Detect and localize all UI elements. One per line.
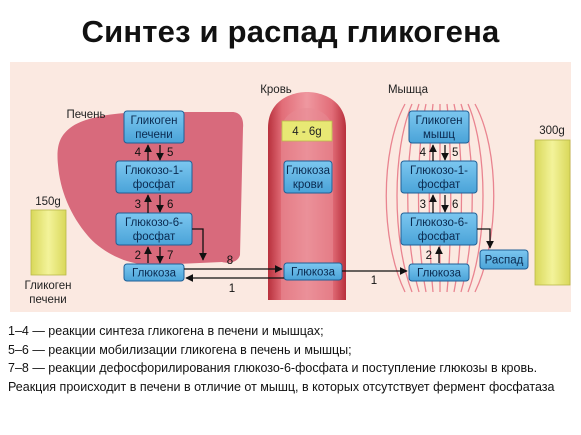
reaction-number-4-liver: 4 xyxy=(135,147,142,159)
liver-glycogen-caption-line2: печени xyxy=(29,294,66,306)
reaction-number-5-liver: 5 xyxy=(167,147,173,159)
svg-text:Глюкоза: Глюкоза xyxy=(132,268,177,280)
reaction-number-4-muscle: 4 xyxy=(420,147,427,159)
svg-text:Глюкозо-6-: Глюкозо-6- xyxy=(125,217,183,229)
note-mobilization: 5–6 — реакции мобилизации гликогена в пе… xyxy=(8,342,352,357)
liver-label: Печень xyxy=(66,109,105,121)
box-muscle-glycogen: Гликоген мышц xyxy=(408,110,470,144)
svg-text:Глюкоза: Глюкоза xyxy=(417,268,462,280)
svg-text:Глюкоза: Глюкоза xyxy=(291,267,336,279)
svg-text:Глюкозо-1-: Глюкозо-1- xyxy=(125,165,183,177)
box-muscle-glucose: Глюкоза xyxy=(408,263,470,282)
box-blood-glucose-bottom: Глюкоза xyxy=(283,262,343,281)
transport-arrows xyxy=(184,265,408,282)
blood-amount-box xyxy=(281,120,333,142)
blood-vessel xyxy=(268,92,346,300)
box-liver-glycogen: Гликоген печени xyxy=(123,110,185,144)
svg-text:мышц: мышц xyxy=(423,129,455,141)
reaction-number-6-muscle: 6 xyxy=(452,199,458,211)
reaction-number-8: 8 xyxy=(227,255,233,267)
svg-text:Глюкозо-6-: Глюкозо-6- xyxy=(410,217,468,229)
reaction-number-6-liver: 6 xyxy=(167,199,173,211)
blood-label: Кровь xyxy=(260,84,292,96)
reaction-number-3-muscle: 3 xyxy=(420,199,426,211)
reaction-number-1-muscle: 1 xyxy=(371,275,377,287)
reaction-number-5-muscle: 5 xyxy=(452,147,458,159)
svg-text:фосфат: фосфат xyxy=(418,179,461,191)
reaction-number-2-muscle: 2 xyxy=(426,250,432,262)
note-dephosphorylation: 7–8 — реакции дефосфорилирования глюкозо… xyxy=(8,361,555,394)
page-title: Синтез и распад гликогена xyxy=(81,14,500,49)
box-muscle-g6p: Глюкозо-6- фосфат xyxy=(400,212,478,246)
reaction-number-2-liver: 2 xyxy=(135,250,141,262)
svg-text:крови: крови xyxy=(293,179,323,191)
muscle-glycogen-bar xyxy=(534,139,571,286)
notes: 1–4 — реакции синтеза гликогена в печени… xyxy=(8,322,573,396)
liver-arrows xyxy=(144,144,207,264)
liver-amount: 150g xyxy=(35,196,61,208)
liver-glycogen-caption-line1: Гликоген xyxy=(25,280,72,292)
svg-text:фосфат: фосфат xyxy=(418,231,461,243)
svg-text:печени: печени xyxy=(135,129,172,141)
muscle-label: Мышца xyxy=(388,84,429,96)
box-liver-g1p: Глюкозо-1- фосфат xyxy=(115,160,193,194)
svg-text:Глюкоза: Глюкоза xyxy=(286,165,331,177)
reaction-number-3-liver: 3 xyxy=(135,199,141,211)
svg-text:Гликоген: Гликоген xyxy=(131,115,178,127)
muscle-arrows xyxy=(429,144,494,263)
muscle-amount: 300g xyxy=(539,125,565,137)
note-synthesis: 1–4 — реакции синтеза гликогена в печени… xyxy=(8,324,324,338)
svg-text:Гликоген: Гликоген xyxy=(416,115,463,127)
reaction-number-7-liver: 7 xyxy=(167,250,173,262)
box-liver-g6p: Глюкозо-6- фосфат xyxy=(115,212,193,246)
svg-text:Распад: Распад xyxy=(485,255,524,267)
svg-text:фосфат: фосфат xyxy=(133,179,176,191)
liver-glycogen-bar xyxy=(30,209,67,276)
box-liver-glucose: Глюкоза xyxy=(123,263,185,282)
blood-amount: 4 - 6g xyxy=(292,126,321,138)
box-blood-glucose: Глюкоза крови xyxy=(283,160,333,194)
box-muscle-g1p: Глюкозо-1- фосфат xyxy=(400,160,478,194)
svg-text:фосфат: фосфат xyxy=(133,231,176,243)
box-decay: Распад xyxy=(479,249,529,270)
svg-text:Глюкозо-1-: Глюкозо-1- xyxy=(410,165,468,177)
reaction-number-1-liver: 1 xyxy=(229,283,235,295)
